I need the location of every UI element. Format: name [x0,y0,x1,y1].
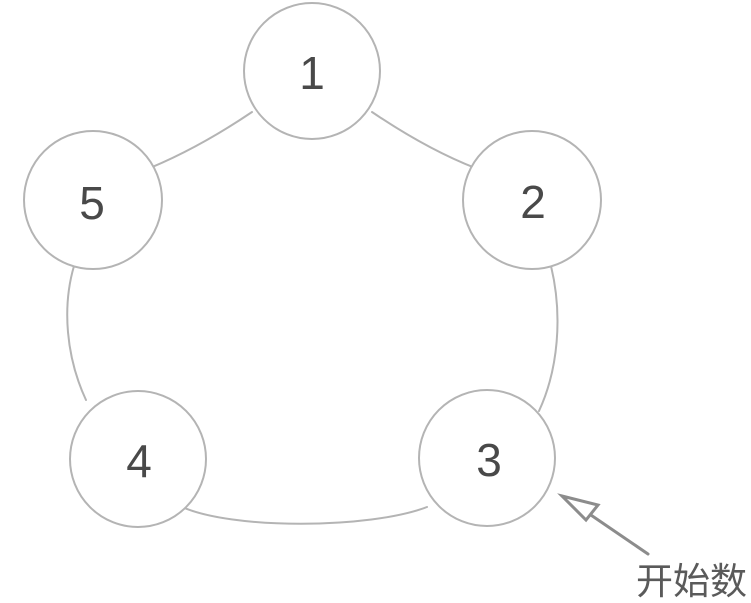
node-2-label: 2 [520,176,546,228]
node-1[interactable]: 1 [243,2,381,140]
annotation-group: 开始数 [557,493,747,603]
node-5[interactable]: 5 [23,130,163,270]
edge-node4-node5 [66,265,87,401]
node-2[interactable]: 2 [462,130,602,270]
node-4-circle[interactable] [69,390,207,528]
node-1-label: 1 [299,47,325,99]
node-4[interactable]: 4 [69,390,207,528]
node-4-label: 4 [126,435,152,487]
node-1-circle[interactable] [243,2,381,140]
annotation-arrow-head-icon [557,493,601,523]
node-5-label: 5 [79,177,105,229]
edge-node1-node2 [371,111,487,173]
edge-node2-node3 [538,265,559,412]
node-5-circle[interactable] [23,130,163,270]
node-3-circle[interactable] [418,389,556,527]
edge-node3-node4 [179,505,428,525]
node-3[interactable]: 3 [418,389,556,527]
edge-node5-node1 [139,111,253,173]
node-2-circle[interactable] [462,130,602,270]
node-layer: 1 2 3 4 5 [23,2,602,528]
node-3-label: 3 [476,434,502,486]
annotation-arrow-shaft [583,509,650,556]
annotation-label: 开始数 [636,560,747,603]
